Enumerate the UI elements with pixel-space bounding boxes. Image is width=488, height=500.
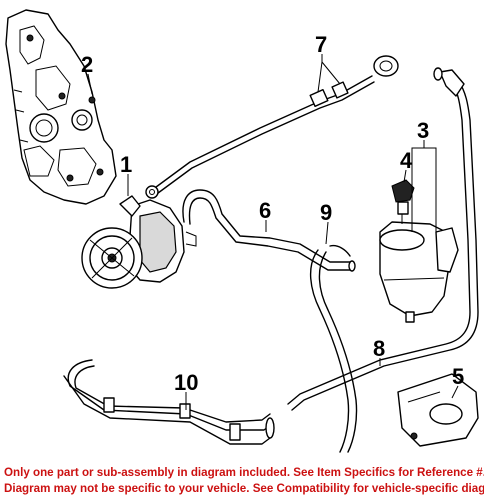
- callout-8: 8: [373, 336, 385, 361]
- callout-5: 5: [452, 364, 464, 389]
- heat-shield: [397, 373, 479, 447]
- reservoir-cap: [391, 179, 415, 224]
- callout-1: 1: [120, 152, 132, 177]
- return-hose: [182, 189, 356, 272]
- disclaimer-footer: Only one part or sub-assembly in diagram…: [0, 462, 488, 500]
- callout-6: 6: [259, 198, 271, 223]
- hose-assembly: [63, 359, 275, 445]
- reservoir-hose: [309, 244, 358, 453]
- callout-3: 3: [417, 118, 429, 143]
- pressure-hose: [145, 55, 399, 199]
- callout-2: 2: [81, 52, 93, 77]
- power-steering-pump: [81, 195, 197, 289]
- parts-diagram: 1 2 3 4 5 6 7 8 9 10: [5, 9, 479, 453]
- mounting-bracket: [5, 9, 117, 205]
- disclaimer-line-1: Only one part or sub-assembly in diagram…: [4, 466, 484, 479]
- leader-lines: [87, 54, 459, 410]
- callout-4: 4: [400, 148, 413, 173]
- callout-10: 10: [174, 370, 198, 395]
- cooler-line: [287, 67, 479, 411]
- callout-9: 9: [320, 200, 332, 225]
- reservoir: [379, 221, 459, 323]
- disclaimer-line-2: Diagram may not be specific to your vehi…: [4, 482, 484, 495]
- callout-7: 7: [315, 32, 327, 57]
